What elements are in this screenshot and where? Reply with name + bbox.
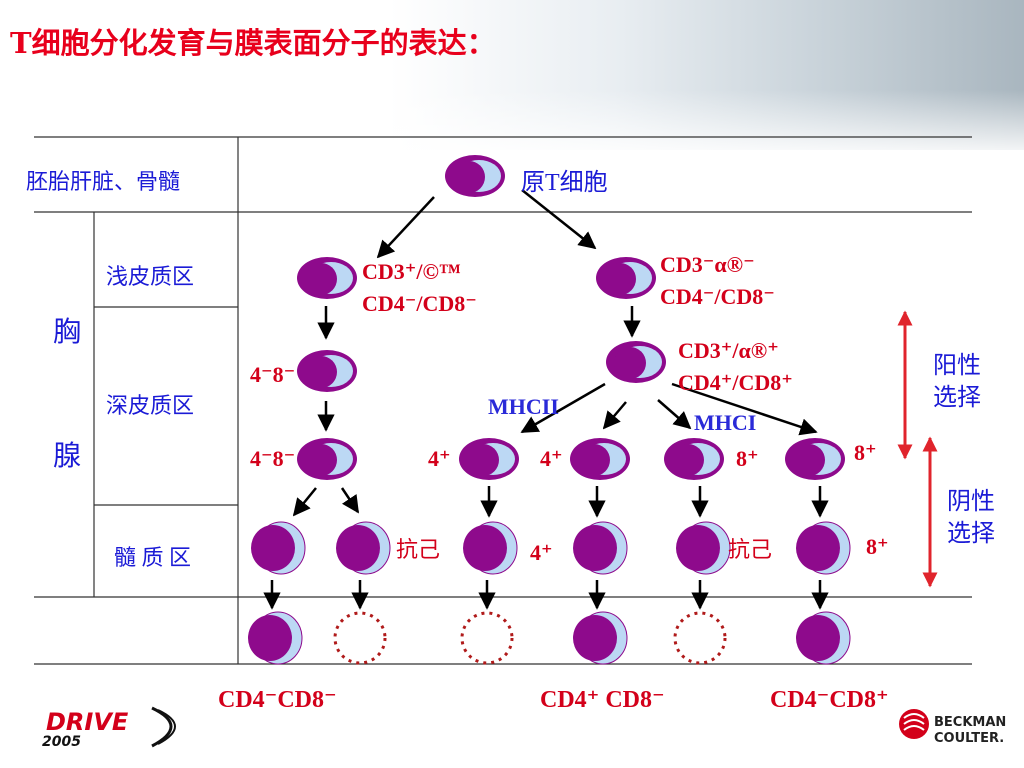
pro-t-cell [445, 155, 505, 197]
stage-thymus-char-2: 腺 [53, 441, 82, 472]
mhc-class1-label: MHCI [694, 410, 757, 435]
outcome-cd8-single-positive: CD4⁻CD8⁺ [770, 687, 889, 713]
left-deep-marker-2: 4⁻8⁻ [250, 446, 296, 471]
medulla-cell-5 [676, 521, 731, 575]
output-cell-dn [248, 611, 303, 665]
arrow-dp-to-sp3 [657, 399, 692, 430]
outcome-double-negative: CD4⁻CD8⁻ [218, 687, 337, 713]
right-dn-marker-line2: CD4⁻/CD8⁻ [660, 284, 775, 309]
header-fade [0, 90, 1024, 160]
arrow-dp-to-sp2 [602, 401, 627, 430]
slide-title: T细胞分化发育与膜表面分子的表达： [10, 26, 496, 60]
negative-selection-label: 阴性选择 [947, 489, 995, 547]
single-positive-cell-4 [785, 438, 845, 480]
medulla-cell-1 [251, 521, 306, 575]
self-reactive-label-2: 抗己 [728, 537, 773, 562]
single-positive-cell-1 [459, 438, 519, 480]
medulla-cell-6 [796, 521, 851, 575]
drive-2005-logo: DRIVE 2005 [42, 706, 176, 750]
deleted-cell-3 [673, 611, 727, 665]
stage-thymus-char-1: 胸 [53, 317, 82, 348]
bc-logo-line2: COULTER. [934, 731, 1004, 746]
medulla-marker-8: 8⁺ [866, 534, 889, 559]
pro-t-cell-label: 原T细胞 [521, 170, 608, 196]
output-cell-cd8 [796, 611, 851, 665]
stage-medulla: 髓 质 区 [114, 545, 192, 570]
arrow-pro-to-left [376, 196, 435, 259]
left-deep-marker-1: 4⁻8⁻ [250, 362, 296, 387]
double-positive-cell [606, 341, 666, 383]
stage-fetal-liver-bone-marrow: 胚胎肝脏、骨髓 [26, 169, 181, 194]
deleted-cell-2 [460, 611, 514, 665]
arrow-dp-to-sp1 [520, 382, 606, 434]
arrows-layer [263, 189, 829, 610]
self-reactive-label-1: 抗己 [396, 537, 441, 562]
sp-marker-1: 4⁺ [428, 446, 451, 471]
right-dn-marker-line1: CD3⁻α®⁻ [660, 252, 755, 277]
arrow-pro-to-right [521, 189, 597, 250]
arrow-deep-to-medulla-2 [340, 487, 360, 514]
medulla-cell-3 [463, 521, 518, 575]
deleted-cell-1 [333, 611, 387, 665]
medulla-cell-4 [573, 521, 628, 575]
single-positive-cell-3 [664, 438, 724, 480]
outer-cortex-cell-left [297, 257, 357, 299]
stage-deep-cortex: 深皮质区 [106, 393, 195, 418]
deep-cortex-cell-left-2 [297, 438, 357, 480]
stage-outer-cortex: 浅皮质区 [106, 264, 195, 289]
sp-marker-3: 8⁺ [736, 446, 759, 471]
beckman-coulter-logo: BECKMAN COULTER. [899, 709, 1006, 746]
dp-marker-line1: CD3⁺/α®⁺ [678, 338, 779, 363]
outer-cortex-cell-right [596, 257, 656, 299]
mhc-class2-label: MHCII [488, 394, 559, 419]
sp-marker-4: 8⁺ [854, 440, 877, 465]
drive-logo-year: 2005 [42, 734, 81, 750]
arrow-deep-to-medulla-1 [292, 487, 317, 517]
single-positive-cell-2 [570, 438, 630, 480]
deep-cortex-cell-left [297, 350, 357, 392]
positive-selection-label: 阳性选择 [933, 353, 981, 411]
dp-marker-line2: CD4⁺/CD8⁺ [678, 370, 793, 395]
left-dn-marker-line2: CD4⁻/CD8⁻ [362, 291, 477, 316]
medulla-marker-4: 4⁺ [530, 540, 553, 565]
sp-marker-2: 4⁺ [540, 446, 563, 471]
bc-logo-line1: BECKMAN [934, 715, 1006, 730]
left-dn-marker-line1: CD3⁺/©™ [362, 259, 461, 284]
outcome-cd4-single-positive: CD4⁺ CD8⁻ [540, 687, 665, 713]
output-cell-cd4 [573, 611, 628, 665]
medulla-cell-2 [336, 521, 391, 575]
cells-layer [248, 155, 851, 665]
arrow-dp-to-sp4 [671, 382, 818, 436]
drive-logo-text: DRIVE [46, 708, 129, 736]
